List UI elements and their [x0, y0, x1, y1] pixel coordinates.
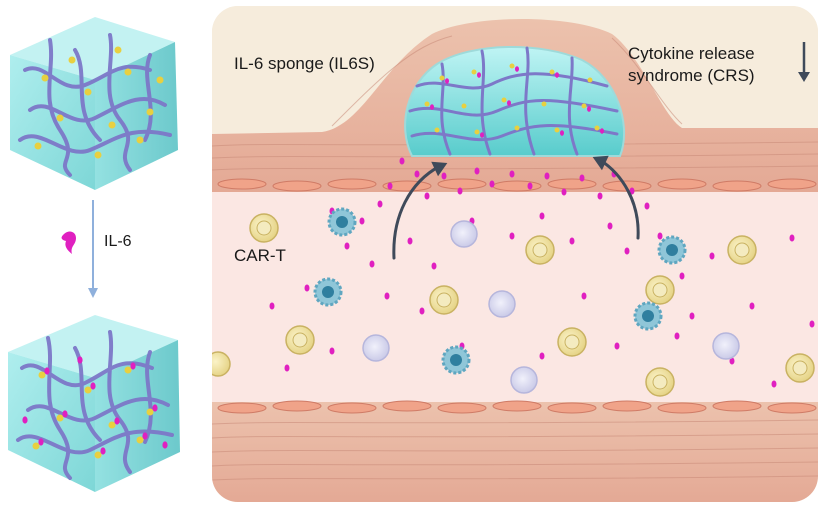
arrowhead-right: [592, 155, 609, 171]
hydrogel-process-diagram: [8, 17, 180, 492]
monocyte: [657, 235, 687, 265]
hydrogel-cube-loaded: [8, 315, 180, 492]
vessel-wall-lower: [212, 402, 818, 502]
crs-label-line2: syndrome (CRS): [628, 66, 755, 85]
arrow-down-icon: [798, 42, 810, 82]
il6-particles: [269, 157, 815, 388]
vessel-lumen: [212, 192, 818, 402]
hydrogel-cube-empty: [10, 17, 178, 190]
blood-vessel-panel: IL-6 sponge (IL6S) Cytokine release synd…: [212, 6, 818, 502]
lymphocyte: [712, 332, 740, 360]
cart-cell: [212, 351, 231, 377]
cart-cell: [429, 285, 459, 315]
cart-cell: [249, 213, 279, 243]
monocyte: [313, 277, 343, 307]
monocyte: [633, 301, 663, 331]
lymphocyte: [510, 366, 538, 394]
cart-cells: [212, 213, 815, 397]
il6-molecule-icon: [61, 231, 76, 254]
cart-cell: [285, 325, 315, 355]
crs-label-line1: Cytokine release: [628, 44, 755, 63]
cart-label: CAR-T: [234, 246, 286, 265]
cart-cell: [525, 235, 555, 265]
sponge-label: IL-6 sponge (IL6S): [234, 54, 375, 73]
vessel-scene: [212, 6, 818, 502]
lymphocyte: [450, 220, 478, 248]
monocyte: [441, 345, 471, 375]
arrowhead-left: [431, 161, 448, 177]
il6-sponge-implant: [404, 45, 626, 157]
cart-cell: [785, 353, 815, 383]
process-arrow: [88, 200, 98, 298]
monocytes: [313, 207, 687, 375]
lymphocyte: [488, 290, 516, 318]
lymphocyte: [362, 334, 390, 362]
il6-label: IL-6: [104, 233, 132, 250]
cart-cell: [557, 327, 587, 357]
cart-cell: [645, 367, 675, 397]
cart-cell: [727, 235, 757, 265]
uptake-arrows: [392, 158, 640, 260]
cart-cell: [645, 275, 675, 305]
left-panel: IL-6: [0, 0, 205, 507]
lymphocytes: [362, 220, 740, 394]
monocyte: [327, 207, 357, 237]
